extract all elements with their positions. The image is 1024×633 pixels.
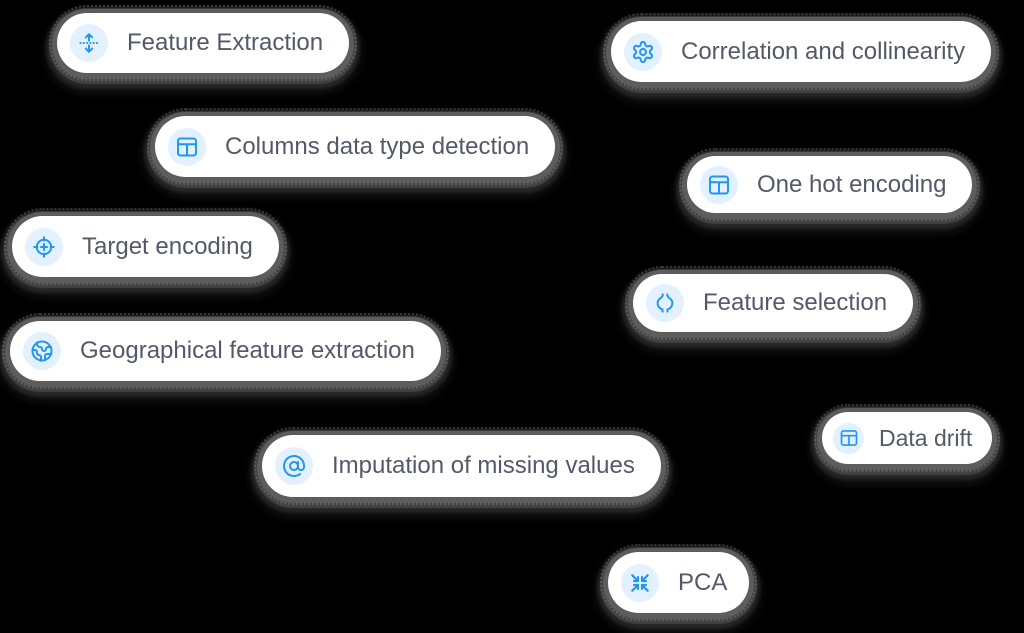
chip-label: Columns data type detection bbox=[225, 132, 530, 160]
wrench-icon bbox=[646, 284, 684, 322]
move-vertical-dotted-icon bbox=[70, 24, 108, 62]
table-icon bbox=[700, 165, 738, 204]
at-sign-icon bbox=[275, 447, 313, 485]
chip-data-drift[interactable]: Data drift bbox=[813, 404, 1001, 472]
target-icon bbox=[25, 227, 63, 266]
table-icon bbox=[168, 127, 206, 166]
chip-label: Imputation of missing values bbox=[332, 452, 635, 479]
chip-label: Correlation and collinearity bbox=[681, 37, 966, 65]
gear-icon bbox=[624, 32, 662, 71]
chip-correlation-and-collinearity[interactable]: Correlation and collinearity bbox=[602, 13, 1000, 90]
collapse-arrows-icon bbox=[621, 563, 659, 602]
chip-feature-extraction[interactable]: Feature Extraction bbox=[48, 5, 358, 81]
globe-icon bbox=[23, 332, 61, 370]
chip-feature-selection[interactable]: Feature selection bbox=[624, 266, 922, 340]
chip-label: Geographical feature extraction bbox=[80, 337, 415, 364]
chip-label: PCA bbox=[678, 568, 728, 596]
chip-imputation-of-missing-values[interactable]: Imputation of missing values bbox=[254, 427, 669, 505]
chip-one-hot-encoding[interactable]: One hot encoding bbox=[678, 148, 981, 221]
chip-label: Feature Extraction bbox=[127, 29, 324, 56]
chip-geographical-feature-extraction[interactable]: Geographical feature extraction bbox=[2, 313, 449, 389]
chip-label: Feature selection bbox=[703, 289, 888, 316]
chip-pca[interactable]: PCA bbox=[599, 544, 758, 621]
chip-columns-data-type-detection[interactable]: Columns data type detection bbox=[146, 108, 564, 185]
table-icon bbox=[833, 422, 864, 454]
chip-target-encoding[interactable]: Target encoding bbox=[4, 208, 287, 285]
chip-label: Target encoding bbox=[82, 232, 253, 260]
chip-label: Data drift bbox=[879, 424, 973, 451]
chip-label: One hot encoding bbox=[757, 170, 947, 198]
